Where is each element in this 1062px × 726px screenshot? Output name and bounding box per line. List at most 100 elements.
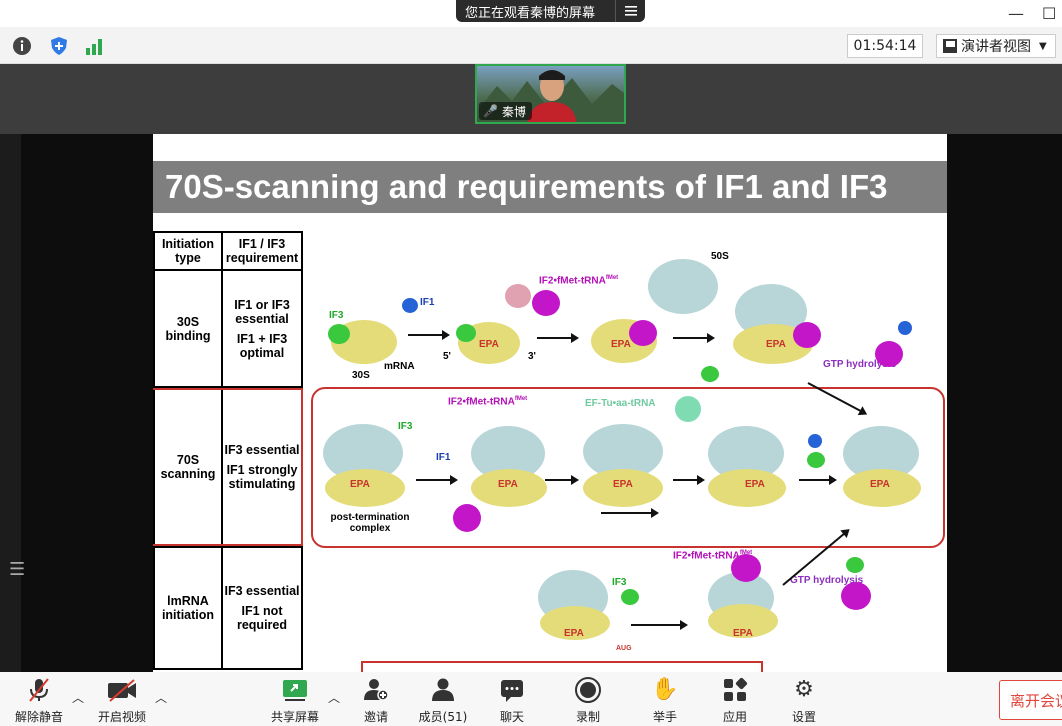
requirement-text: IF1 strongly stimulating <box>226 463 298 491</box>
if3-protein <box>846 557 864 573</box>
ribosome-50s <box>648 259 718 314</box>
initiation-type: 70S scanning <box>153 386 223 548</box>
if2-protein <box>453 504 481 532</box>
if2-label: IF2•fMet-tRNAfMet <box>673 550 752 561</box>
hand-icon: ✋ <box>651 677 679 702</box>
title-strip: 您正在观看秦博的屏幕 — ☐ <box>0 0 1062 27</box>
if1-label: IF1 <box>420 297 435 308</box>
share-screen-button[interactable]: 共享屏幕 <box>265 676 325 725</box>
ribosome-30s <box>540 606 610 640</box>
initiation-type: lmRNA initiation <box>153 546 223 670</box>
if2-protein <box>731 554 761 582</box>
table-header: IF1 / IF3 requirement <box>221 231 303 271</box>
apps-label: 应用 <box>722 710 747 724</box>
epa-label: EPA <box>498 479 518 490</box>
signal-icon[interactable] <box>84 36 104 56</box>
sharing-banner[interactable]: 您正在观看秦博的屏幕 <box>456 0 645 22</box>
info-icon[interactable] <box>12 36 32 56</box>
list-icon[interactable]: ☰ <box>9 559 26 580</box>
raise-hand-button[interactable]: ✋ 举手 <box>635 676 695 725</box>
video-off-icon <box>92 676 152 704</box>
arrow <box>799 475 837 485</box>
shared-screen: ☰ 70S-scanning and requirements of IF1 a… <box>0 134 1062 672</box>
epa-label: EPA <box>350 479 370 490</box>
30s-label: 30S <box>352 370 370 381</box>
table-row: 70S scanning IF3 essential IF1 strongly … <box>153 386 303 548</box>
participant-name-tag: 🎤 秦博 <box>479 102 532 120</box>
requirement-text: IF1 or IF3 essential <box>234 297 290 326</box>
unmute-label: 解除静音 <box>14 710 63 724</box>
three-prime-label: 3' <box>528 351 536 362</box>
epa-label: EPA <box>745 479 765 490</box>
arrow <box>408 330 450 340</box>
invite-icon <box>346 676 406 704</box>
speaker-view-button[interactable]: 演讲者视图 ▼ <box>936 34 1056 58</box>
epa-label: EPA <box>870 479 890 490</box>
participant-video[interactable]: 🎤 秦博 <box>475 64 626 124</box>
raise-hand-label: 举手 <box>652 710 677 724</box>
highlight-box-footer <box>361 661 763 672</box>
gtp-label-2: GTP hydrolysis <box>790 575 864 586</box>
ef-tu-label: EF-Tu•aa-tRNA <box>585 398 656 409</box>
if1-protein <box>402 298 418 313</box>
chat-label: 聊天 <box>499 710 524 724</box>
fmet-superscript: fMet <box>739 550 753 556</box>
settings-label: 设置 <box>791 710 816 724</box>
menu-icon[interactable] <box>615 0 645 22</box>
chevron-up-icon[interactable]: ︿ <box>155 691 168 705</box>
epa-label: EPA <box>479 339 499 350</box>
if2-label-text: IF2•fMet-tRNA <box>673 550 740 562</box>
maximize-icon[interactable]: ☐ <box>1042 4 1057 23</box>
gtp-label-1: GTP hydrolysis <box>823 359 897 370</box>
members-label: 成员(51) <box>418 710 468 724</box>
chat-button[interactable]: 聊天 <box>482 676 542 725</box>
chevron-up-icon[interactable]: ︿ <box>328 691 341 705</box>
requirement-text: IF1 not required <box>236 604 287 632</box>
highlight-box-scanning <box>311 387 945 548</box>
five-prime-label: 5' <box>443 351 451 362</box>
sharing-text: 您正在观看秦博的屏幕 <box>465 5 596 21</box>
requirement-text: IF3 essential <box>224 584 300 598</box>
invite-button[interactable]: 邀请 <box>346 676 406 725</box>
if2-label: IF2•fMet-tRNAfMet <box>448 396 527 407</box>
invite-label: 邀请 <box>363 710 388 724</box>
50s-label: 50S <box>711 251 729 262</box>
if3-protein <box>807 452 825 468</box>
members-button[interactable]: 成员(51) <box>413 676 473 725</box>
if2-label: IF2•fMet-tRNAfMet <box>539 275 618 286</box>
meeting-toolbar: 01:54:14 演讲者视图 ▼ <box>0 27 1062 64</box>
epa-label: EPA <box>613 479 633 490</box>
initiation-type: 30S binding <box>153 269 223 388</box>
chevron-up-icon[interactable]: ︿ <box>72 691 85 705</box>
shield-icon[interactable] <box>49 36 69 56</box>
record-button[interactable]: 录制 <box>558 676 618 725</box>
requirement-text: IF1 + IF3 optimal <box>236 331 288 360</box>
presentation-slide: 70S-scanning and requirements of IF1 and… <box>153 134 947 672</box>
side-dock: ☰ <box>0 134 25 672</box>
mic-muted-icon <box>9 676 69 704</box>
minimize-icon[interactable]: — <box>1008 4 1024 23</box>
chevron-down-icon: ▼ <box>1039 40 1047 52</box>
settings-button[interactable]: ⚙ 设置 <box>774 676 834 725</box>
if2-label-text: IF2•fMet-tRNA <box>539 275 606 287</box>
record-icon <box>558 676 618 704</box>
mrna-label: mRNA <box>384 361 415 372</box>
table-row: 30S binding IF1 or IF3 essential IF1 + I… <box>153 269 303 388</box>
if2-protein <box>532 290 560 316</box>
arrow <box>537 333 579 343</box>
start-video-button[interactable]: 开启视频 <box>92 676 152 725</box>
ribosome-30s <box>708 469 786 507</box>
start-video-label: 开启视频 <box>97 710 146 724</box>
if2-protein <box>875 341 903 367</box>
unmute-button[interactable]: 解除静音 <box>9 676 69 725</box>
epa-label: EPA <box>611 339 631 350</box>
epa-label: EPA <box>564 628 584 639</box>
ribosome-30s <box>708 604 778 638</box>
chat-icon <box>482 676 542 704</box>
table-header-row: Initiation type IF1 / IF3 requirement <box>153 231 303 271</box>
leave-meeting-button[interactable]: 离开会议 <box>999 680 1062 720</box>
requirement-cell: IF1 or IF3 essential IF1 + IF3 optimal <box>221 269 303 388</box>
scan-arrow <box>601 508 659 518</box>
apps-button[interactable]: 应用 <box>705 676 765 725</box>
aug-label: AUG <box>616 645 632 652</box>
